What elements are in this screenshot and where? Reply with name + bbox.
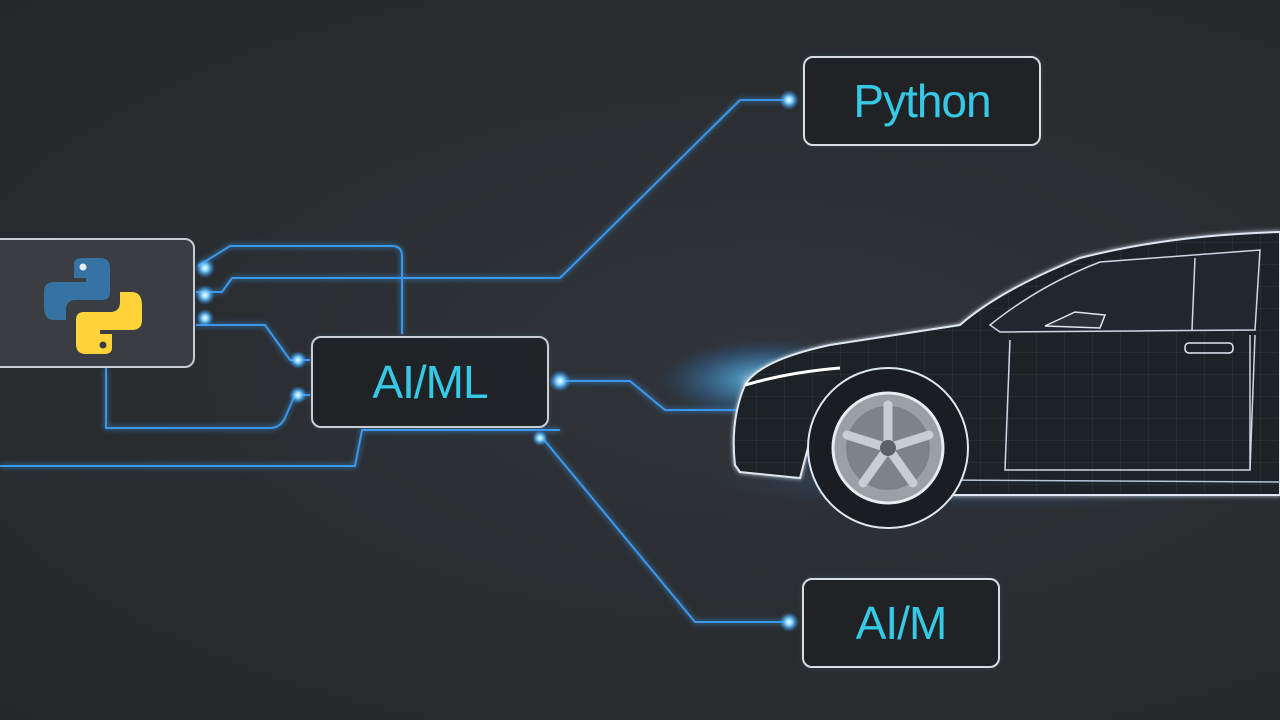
- wire-logo-aiml-lower: [105, 368, 310, 429]
- node-aim-label: AI/M: [855, 597, 948, 649]
- python-logo-icon: [44, 258, 142, 354]
- node-python-label: Python: [853, 75, 991, 127]
- wire-python-logo: [196, 99, 785, 293]
- node-python: Python: [803, 56, 1041, 146]
- python-logo-box: [0, 238, 195, 368]
- wire-logo-top-loop: [197, 245, 403, 334]
- node-aiml-label: AI/ML: [372, 356, 488, 408]
- wire-aiml-aim: [539, 434, 785, 623]
- node-aim: AI/M: [802, 578, 1000, 668]
- wheel-icon: [807, 367, 969, 529]
- wire-bottom-left: [0, 429, 560, 467]
- glow-dots: [195, 90, 799, 632]
- node-aiml: AI/ML: [311, 336, 549, 428]
